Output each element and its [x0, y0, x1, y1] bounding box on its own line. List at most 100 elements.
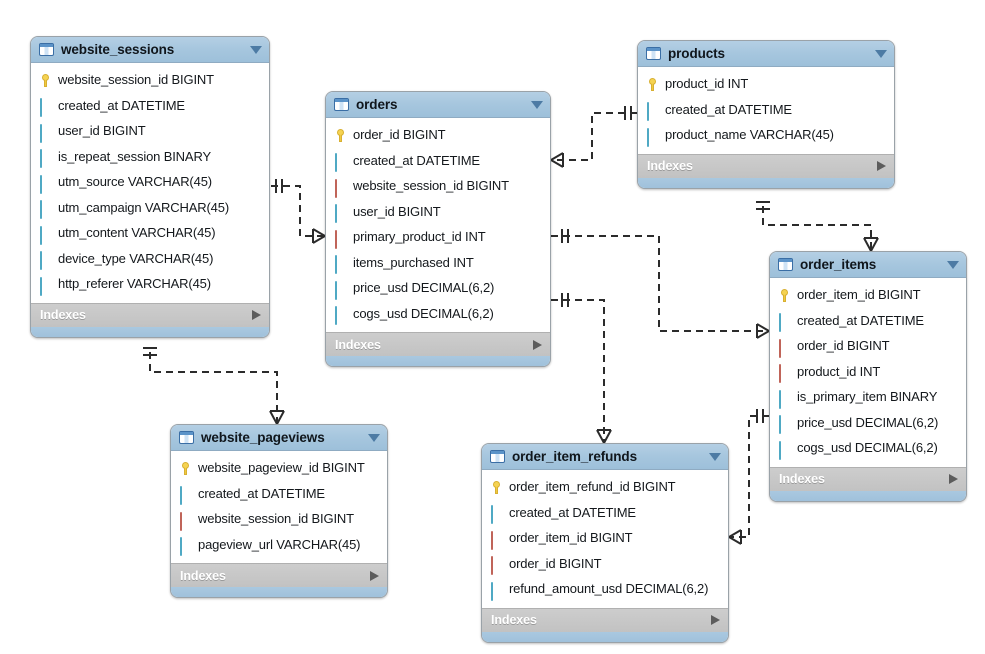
column-icon [40, 251, 52, 271]
table-header-website_pageviews[interactable]: website_pageviews [171, 425, 387, 451]
table-footer-strip [326, 356, 550, 366]
column-row[interactable]: product_id INT [638, 71, 894, 97]
column-row[interactable]: pageview_url VARCHAR(45) [171, 532, 387, 558]
indexes-bar[interactable]: Indexes [482, 607, 728, 632]
column-row[interactable]: order_id BIGINT [482, 551, 728, 577]
column-row[interactable]: user_id BIGINT [326, 199, 550, 225]
chevron-down-icon[interactable] [875, 49, 887, 58]
chevron-down-icon[interactable] [368, 433, 380, 442]
column-row[interactable]: price_usd DECIMAL(6,2) [326, 275, 550, 301]
column-row[interactable]: created_at DATETIME [482, 500, 728, 526]
indexes-bar[interactable]: Indexes [326, 332, 550, 356]
table-website_pageviews[interactable]: website_pageviews website_pageview_id BIG… [170, 424, 388, 598]
indexes-bar[interactable]: Indexes [171, 563, 387, 587]
column-row[interactable]: http_referer VARCHAR(45) [31, 271, 269, 297]
column-row[interactable]: is_primary_item BINARY [770, 384, 966, 410]
relation-products-orderitems [756, 201, 879, 252]
chevron-down-icon[interactable] [250, 45, 262, 54]
indexes-label: Indexes [40, 308, 86, 322]
table-icon [778, 258, 793, 271]
chevron-down-icon[interactable] [709, 452, 721, 461]
expand-right-icon[interactable] [949, 474, 958, 484]
column-icon [335, 255, 347, 275]
column-icon [335, 153, 347, 173]
column-row[interactable]: website_session_id BIGINT [31, 67, 269, 93]
expand-right-icon[interactable] [252, 310, 261, 320]
column-row[interactable]: created_at DATETIME [326, 148, 550, 174]
table-orders[interactable]: orders order_id BIGINT created_at DATETIME… [325, 91, 551, 367]
column-icon [779, 440, 791, 460]
column-row[interactable]: order_id BIGINT [326, 122, 550, 148]
expand-right-icon[interactable] [370, 570, 379, 581]
column-icon [647, 102, 659, 122]
expand-right-icon[interactable] [877, 161, 886, 171]
column-row[interactable]: created_at DATETIME [770, 308, 966, 334]
column-label: order_id BIGINT [353, 127, 446, 143]
column-row[interactable]: website_pageview_id BIGINT [171, 455, 387, 481]
column-icon [40, 200, 52, 220]
indexes-label: Indexes [180, 568, 226, 583]
indexes-label: Indexes [335, 337, 381, 352]
column-row[interactable]: order_item_id BIGINT [482, 525, 728, 551]
column-row[interactable]: cogs_usd DECIMAL(6,2) [770, 435, 966, 461]
chevron-down-icon[interactable] [947, 260, 959, 269]
table-header-orders[interactable]: orders [326, 92, 550, 118]
table-header-products[interactable]: products [638, 41, 894, 67]
column-row[interactable]: website_session_id BIGINT [326, 173, 550, 199]
column-row[interactable]: created_at DATETIME [31, 93, 269, 119]
indexes-bar[interactable]: Indexes [770, 466, 966, 491]
column-label: price_usd DECIMAL(6,2) [353, 280, 495, 296]
table-title: order_item_refunds [512, 449, 637, 464]
table-header-order_item_refunds[interactable]: order_item_refunds [482, 444, 728, 470]
expand-right-icon[interactable] [533, 339, 542, 350]
column-row[interactable]: utm_content VARCHAR(45) [31, 220, 269, 246]
table-products[interactable]: products product_id INT created_at DATETIM… [637, 40, 895, 189]
column-icon [335, 204, 347, 224]
column-row[interactable]: product_name VARCHAR(45) [638, 122, 894, 148]
column-label: is_repeat_session BINARY [58, 148, 211, 164]
column-row[interactable]: utm_campaign VARCHAR(45) [31, 195, 269, 221]
column-label: product_id INT [665, 76, 749, 92]
table-website_sessions[interactable]: website_sessions website_session_id BIGIN… [30, 36, 270, 338]
column-row[interactable]: website_session_id BIGINT [171, 506, 387, 532]
column-row[interactable]: order_id BIGINT [770, 333, 966, 359]
column-row[interactable]: order_item_id BIGINT [770, 282, 966, 308]
column-row[interactable]: product_id INT [770, 359, 966, 385]
column-row[interactable]: user_id BIGINT [31, 118, 269, 144]
column-row[interactable]: items_purchased INT [326, 250, 550, 276]
column-row[interactable]: created_at DATETIME [638, 97, 894, 123]
indexes-bar[interactable]: Indexes [31, 302, 269, 327]
foreign-key-icon [779, 338, 791, 358]
table-icon [39, 43, 54, 56]
column-label: website_pageview_id BIGINT [198, 460, 365, 476]
column-row[interactable]: price_usd DECIMAL(6,2) [770, 410, 966, 436]
table-order_item_refunds[interactable]: order_item_refunds order_item_refund_id B… [481, 443, 729, 643]
indexes-label: Indexes [491, 613, 537, 627]
column-row[interactable]: is_repeat_session BINARY [31, 144, 269, 170]
column-icon [335, 306, 347, 326]
column-row[interactable]: order_item_refund_id BIGINT [482, 474, 728, 500]
chevron-down-icon[interactable] [531, 100, 543, 109]
column-label: user_id BIGINT [58, 123, 146, 139]
column-label: pageview_url VARCHAR(45) [198, 536, 361, 552]
relation-orders-orderitems [551, 229, 770, 339]
column-row[interactable]: primary_product_id INT [326, 224, 550, 250]
column-row[interactable]: cogs_usd DECIMAL(6,2) [326, 301, 550, 327]
column-label: product_id INT [797, 363, 881, 379]
indexes-bar[interactable]: Indexes [638, 153, 894, 178]
relation-orderitems-refunds [728, 409, 769, 545]
column-row[interactable]: created_at DATETIME [171, 481, 387, 507]
column-icon [180, 486, 192, 506]
expand-right-icon[interactable] [711, 615, 720, 625]
table-icon [179, 431, 194, 444]
primary-key-icon [779, 289, 791, 301]
column-row[interactable]: utm_source VARCHAR(45) [31, 169, 269, 195]
table-header-website_sessions[interactable]: website_sessions [31, 37, 269, 63]
column-icon [40, 225, 52, 245]
table-header-order_items[interactable]: order_items [770, 252, 966, 278]
column-row[interactable]: device_type VARCHAR(45) [31, 246, 269, 272]
indexes-label: Indexes [779, 472, 825, 486]
column-row[interactable]: refund_amount_usd DECIMAL(6,2) [482, 576, 728, 602]
